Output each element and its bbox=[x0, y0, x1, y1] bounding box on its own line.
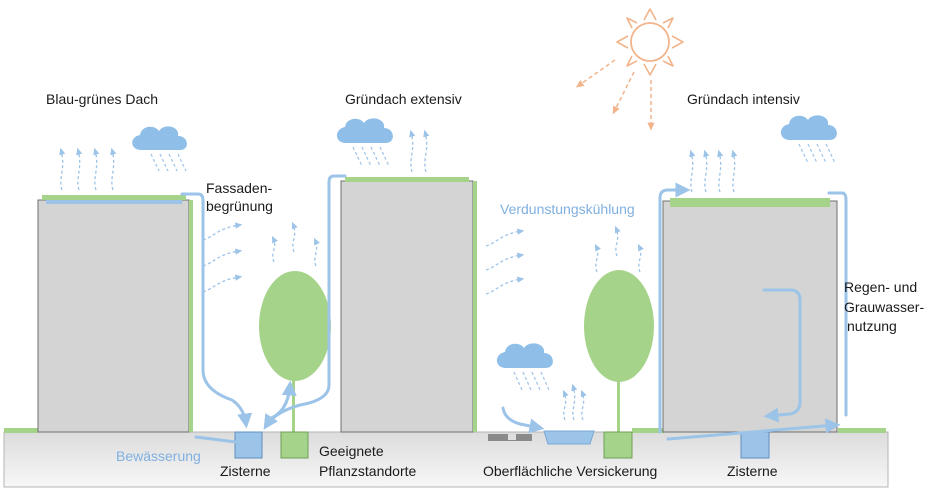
roof-green-right bbox=[670, 198, 830, 207]
cloud-icon-left bbox=[132, 126, 187, 172]
building-middle bbox=[340, 180, 474, 433]
label-blue-green-roof: Blau-grünes Dach bbox=[46, 91, 158, 107]
infiltration-basin bbox=[543, 430, 595, 445]
evaporation-arrows bbox=[59, 129, 738, 421]
cloud-icon-right bbox=[780, 115, 837, 164]
ground-green-right bbox=[838, 428, 886, 433]
label-facade-line1: Fassaden- bbox=[206, 180, 272, 196]
building-left bbox=[37, 199, 190, 433]
label-planting-line1: Geeignete bbox=[319, 443, 384, 459]
cloud-icon-low bbox=[496, 343, 553, 391]
planting-site-right bbox=[603, 431, 633, 459]
label-green-roof-extensive: Gründach extensiv bbox=[345, 91, 462, 107]
label-cistern-right: Zisterne bbox=[727, 463, 778, 479]
roof-green-left bbox=[42, 195, 186, 200]
label-infiltration: Oberflächliche Versickerung bbox=[483, 463, 657, 479]
drain-grate bbox=[488, 434, 532, 441]
planting-site-left bbox=[280, 431, 309, 459]
tree-left bbox=[259, 271, 331, 432]
cistern-right bbox=[740, 431, 770, 459]
cistern-left bbox=[234, 431, 263, 459]
label-water-use-line1: Regen- und bbox=[844, 279, 917, 295]
sun-icon bbox=[575, 8, 684, 131]
roof-green-middle bbox=[345, 177, 469, 182]
ground-green-mid bbox=[632, 428, 664, 433]
label-water-use-line2: Grauwasser- bbox=[844, 299, 924, 315]
label-cistern-left: Zisterne bbox=[220, 463, 271, 479]
roof-blue-left bbox=[46, 200, 182, 204]
facade-green-middle bbox=[473, 181, 477, 432]
facade-green bbox=[189, 200, 193, 432]
cloud-icon-middle bbox=[336, 118, 393, 167]
label-irrigation: Bewässerung bbox=[116, 448, 201, 464]
ground-green-left bbox=[4, 428, 38, 433]
label-evaporative-cooling: Verdunstungskühlung bbox=[500, 201, 635, 217]
label-green-roof-intensive: Gründach intensiv bbox=[687, 91, 800, 107]
tree-right bbox=[584, 270, 654, 432]
building-right bbox=[662, 200, 838, 433]
water-flow-arrows bbox=[180, 174, 848, 444]
label-water-use-line3: nutzung bbox=[847, 318, 897, 334]
label-planting-line2: Pflanzstandorte bbox=[319, 463, 416, 479]
label-facade-line2: begrünung bbox=[206, 198, 273, 214]
